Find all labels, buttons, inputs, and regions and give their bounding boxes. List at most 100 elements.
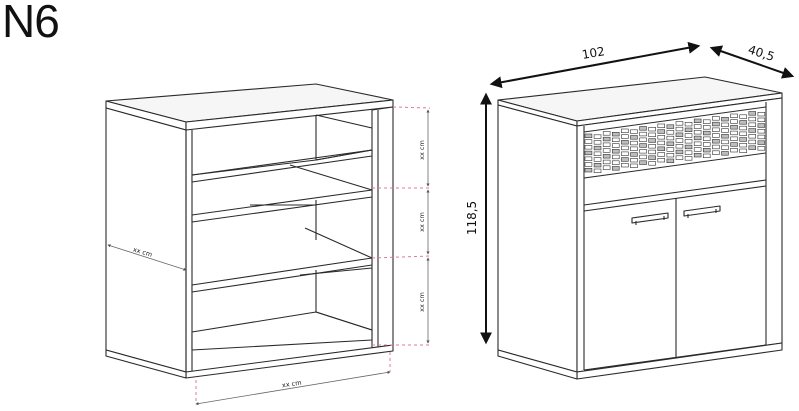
grille-cell [666, 153, 675, 158]
grille-cell [693, 124, 702, 129]
grille-cell [657, 129, 665, 134]
grille-cell [657, 152, 665, 157]
grille-cell [621, 145, 629, 151]
grille-cell [648, 144, 656, 149]
grille-cell [657, 135, 665, 140]
grille-cell [593, 145, 602, 151]
shelf-2 [191, 189, 373, 223]
grille-cell [611, 143, 620, 148]
height-dimension: 118,5 [465, 92, 492, 345]
grille-cell [748, 139, 756, 145]
grille-cell [621, 140, 629, 145]
grille-cell [748, 116, 756, 122]
grille-cell [621, 134, 629, 139]
grille-cell [621, 151, 629, 156]
grille-cell [648, 127, 656, 132]
grille-cell [657, 123, 665, 129]
grille-cell [584, 162, 593, 167]
grille-cell [721, 151, 729, 156]
door-handle-left [631, 212, 669, 225]
grille-cell [630, 146, 638, 151]
grille-cell [693, 153, 702, 158]
grille-cell [666, 141, 675, 146]
grille-cell [702, 130, 711, 136]
grille-cell [675, 121, 684, 126]
grille-cell [657, 146, 665, 151]
grille-cell [757, 117, 766, 123]
grille-cell [684, 156, 693, 161]
model-title: N6 [2, 0, 60, 47]
grille-cell [639, 149, 647, 154]
grille-cell [721, 117, 729, 122]
grille-cell [748, 134, 756, 139]
grille-cell [684, 127, 693, 133]
grille-cell [611, 137, 620, 143]
grille-cell [684, 133, 693, 138]
grille-cell [730, 136, 738, 141]
grille-cell [593, 168, 602, 174]
grille-cell [748, 122, 756, 127]
grille-cell [693, 141, 702, 146]
grille-cell [757, 129, 766, 134]
grille-cell [693, 130, 702, 135]
grille-cell [675, 126, 684, 132]
grille-cell [721, 122, 729, 128]
plinth [185, 344, 394, 379]
grille-cell [684, 122, 693, 127]
grille-cell [757, 146, 766, 151]
grille-cell [593, 157, 602, 162]
grille-cell [702, 148, 711, 153]
grille-cell [611, 149, 620, 154]
grille-cell [739, 148, 747, 154]
grille-cell [584, 133, 593, 139]
grille-cell [602, 136, 611, 142]
width-value: 102 [581, 44, 606, 62]
grille-cell [666, 124, 675, 129]
grille-cell [630, 129, 638, 134]
grille-cell [675, 149, 684, 155]
door-handle-right [683, 205, 721, 218]
grille-cell [757, 123, 766, 128]
closed-cabinet [497, 76, 783, 380]
grille-cell [739, 120, 747, 125]
grille-cell [584, 150, 593, 156]
grille-cell [639, 131, 647, 137]
grille-cell [648, 161, 656, 166]
grille-cell [739, 114, 747, 119]
shelf-3 [191, 257, 373, 293]
grille-cell [666, 147, 675, 152]
bottom-shelf [191, 311, 373, 351]
grille-cell [712, 121, 720, 127]
grille-cell [602, 154, 611, 159]
grille-cell [712, 133, 720, 138]
grille-cell [702, 125, 711, 130]
decorative-grille [583, 106, 767, 179]
grille-cell [630, 140, 638, 146]
grille-cell [584, 145, 593, 150]
grille-cell [757, 140, 766, 145]
grille-cell [648, 132, 656, 138]
grille-cell [712, 150, 720, 155]
width-dimension: 102 [489, 41, 701, 89]
grille-cell [693, 147, 702, 152]
grille-cell [757, 134, 766, 140]
grille-cell [593, 140, 602, 145]
shelf-height-label-3: xx cm [418, 292, 426, 312]
grille-cell [748, 128, 756, 133]
grille-cell [630, 163, 638, 169]
grille-cell [584, 168, 593, 173]
grille-cell [730, 119, 738, 124]
grille-cell [611, 166, 620, 171]
grille-cell [675, 132, 684, 137]
grille-cell [630, 158, 638, 163]
bottom-width-dimension: xx cm [195, 352, 391, 406]
grille-cell [684, 150, 693, 155]
left-side-panel [105, 107, 187, 373]
grille-cell [611, 154, 620, 160]
grille-cell [584, 156, 593, 161]
grille-cell [666, 135, 675, 141]
grille-cell [712, 116, 720, 121]
grille-cell [602, 159, 611, 165]
grille-cell [684, 144, 693, 150]
